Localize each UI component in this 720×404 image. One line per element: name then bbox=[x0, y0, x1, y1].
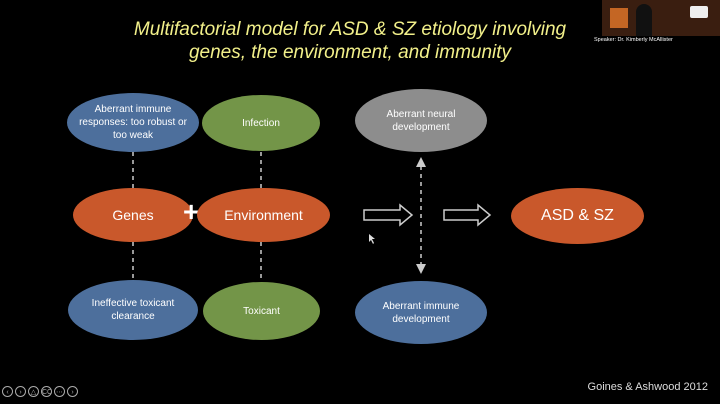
node-environment: Environment bbox=[197, 188, 330, 242]
arrowhead-up bbox=[416, 157, 426, 167]
citation: Goines & Ashwood 2012 bbox=[587, 381, 708, 393]
speaker-caption: Speaker: Dr. Kimberly McAllister bbox=[594, 37, 673, 43]
node-aberrant-neural-development: Aberrant neural development bbox=[355, 89, 487, 152]
node-asd-sz: ASD & SZ bbox=[511, 188, 644, 244]
node-genes: Genes bbox=[73, 188, 193, 242]
node-aberrant-immune-development: Aberrant immune development bbox=[355, 281, 487, 344]
more-icon[interactable]: ⋯ bbox=[54, 386, 65, 397]
title-line-1: Multifactorial model for ASD & SZ etiolo… bbox=[133, 19, 567, 40]
speaker-video bbox=[602, 0, 720, 36]
cc-icon[interactable]: CC bbox=[41, 386, 52, 397]
node-ineffective-toxicant-clearance: Ineffective toxicant clearance bbox=[68, 280, 198, 340]
player-controls: ‹ › △ CC ⋯ › bbox=[2, 386, 78, 397]
video-light bbox=[610, 8, 628, 28]
mouse-cursor-icon bbox=[369, 234, 375, 244]
next-icon[interactable]: › bbox=[15, 386, 26, 397]
node-infection: Infection bbox=[202, 95, 320, 151]
outline-icon[interactable]: △ bbox=[28, 386, 39, 397]
title-line-2: genes, the environment, and immunity bbox=[188, 42, 512, 63]
block-arrow-1 bbox=[363, 203, 414, 227]
slide-title: Multifactorial model for ASD & SZ etiolo… bbox=[100, 18, 600, 64]
speaker-figure bbox=[636, 4, 652, 36]
video-logo-icon bbox=[690, 6, 708, 18]
prev-icon[interactable]: ‹ bbox=[2, 386, 13, 397]
plus-sign: + bbox=[183, 196, 200, 227]
forward-icon[interactable]: › bbox=[67, 386, 78, 397]
node-aberrant-immune-responses: Aberrant immune responses: too robust or… bbox=[67, 93, 199, 152]
block-arrow-2 bbox=[443, 203, 492, 227]
node-toxicant: Toxicant bbox=[203, 282, 320, 340]
arrowhead-down bbox=[416, 264, 426, 274]
